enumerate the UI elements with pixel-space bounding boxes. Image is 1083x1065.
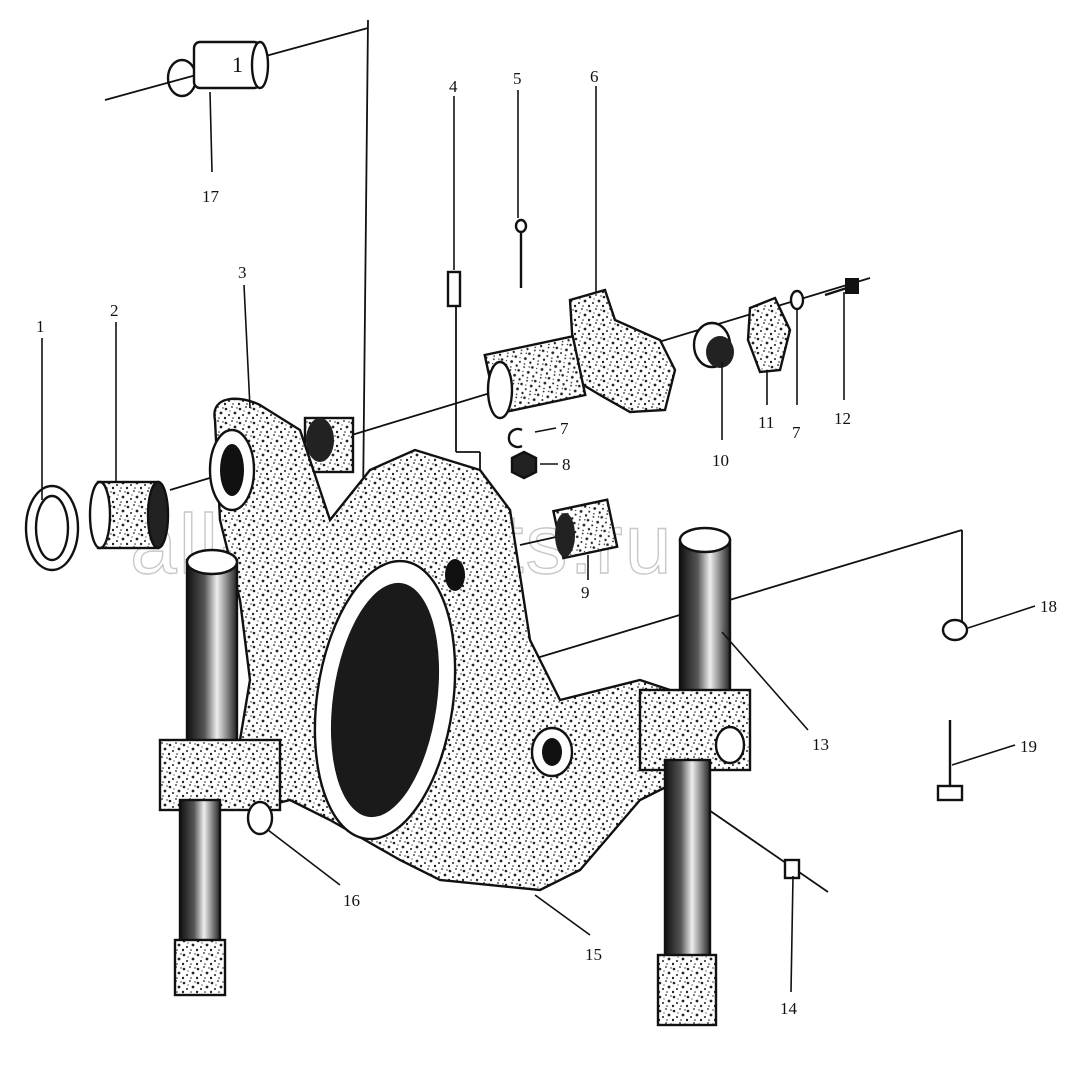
callout-17: 17	[202, 187, 220, 206]
part-6-yoke	[483, 288, 677, 420]
callout-15: 15	[585, 945, 602, 964]
part-9-bushing	[551, 498, 619, 560]
part-7-washer-right	[789, 289, 805, 311]
callout-9: 9	[581, 583, 590, 602]
part-16-left-leg	[158, 548, 282, 997]
part-17-pin: 1	[166, 40, 270, 98]
callout-12: 12	[834, 409, 851, 428]
callout-8: 8	[562, 455, 571, 474]
callout-16: 16	[343, 891, 360, 910]
part-8-nut	[510, 450, 538, 480]
part-2-bushing	[88, 480, 170, 550]
part-12-bolt	[824, 278, 859, 297]
callout-6: 6	[590, 67, 599, 86]
callout-19: 19	[1020, 737, 1037, 756]
callout-7-right: 7	[792, 423, 801, 442]
callout-1: 1	[36, 317, 45, 336]
part-19-bolt	[936, 720, 964, 802]
callout-5: 5	[513, 69, 522, 88]
callout-14: 14	[780, 999, 798, 1018]
callout-3: 3	[238, 263, 247, 282]
part-13-right-leg	[638, 526, 752, 1027]
callout-10: 10	[712, 451, 729, 470]
callout-18: 18	[1040, 597, 1057, 616]
callout-4: 4	[449, 77, 458, 96]
callout-13: 13	[812, 735, 829, 754]
part-15-housing	[208, 397, 722, 892]
callout-2: 2	[110, 301, 119, 320]
part-18-grease-fitting	[941, 618, 969, 642]
callout-7-left: 7	[560, 419, 569, 438]
part-10-seal	[692, 321, 734, 369]
part-3-bushing	[303, 416, 355, 474]
part-17-marking: 1	[232, 52, 243, 77]
part-4-pin	[446, 270, 462, 308]
part-5-cotter-pin	[514, 218, 528, 288]
part-7-washer-left	[507, 427, 523, 449]
part-1-snap-ring	[24, 484, 80, 572]
part-11-lock-plate	[746, 296, 792, 374]
part-14-fitting	[783, 858, 801, 880]
callout-numbers: 1 2 3 4 5 6 7 8 9 10 11 7 12 13 14 15 16…	[36, 67, 1057, 1018]
leader-lines	[41, 86, 1036, 993]
callout-11: 11	[758, 413, 774, 432]
